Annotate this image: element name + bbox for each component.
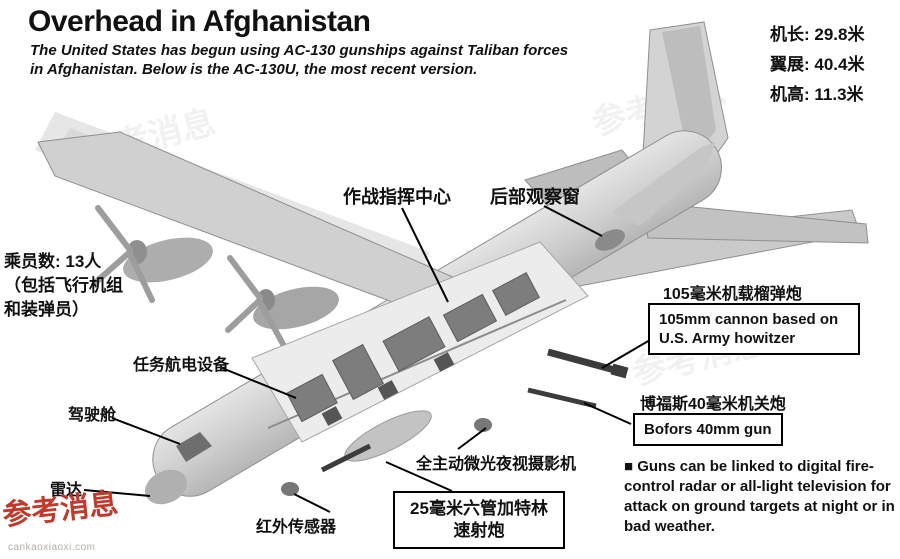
gun-105mm-barrel: [547, 348, 629, 379]
leader-radar: [83, 489, 151, 497]
engine-outer: [93, 205, 213, 303]
crew-line1: 乘员数: 13人: [4, 252, 102, 271]
spec-height: 机高: 11.3米: [770, 85, 864, 104]
leader-bofors: [583, 402, 632, 425]
crew-note: 乘员数: 13人 （包括飞行机组 和装弹员）: [4, 250, 123, 322]
spec-wingspan: 翼展: 40.4米: [770, 55, 865, 74]
radar-dome: [144, 469, 188, 505]
callout-night-camera: 全主动微光夜视摄影机: [416, 456, 577, 473]
leader-avionics: [221, 367, 297, 399]
subtitle-line1: The United States has begun using AC-130…: [30, 42, 569, 59]
engine-inner: [225, 255, 339, 349]
subtitle-line2: in Afghanistan. Below is the AC-130U, th…: [30, 61, 478, 78]
leader-rear-window: [543, 205, 603, 237]
callout-rear-window: 后部观察窗: [490, 187, 580, 207]
callout-bofors-cn: 博福斯40毫米机关炮: [640, 396, 786, 413]
leader-lines: [83, 205, 651, 513]
night-camera-ball: [474, 418, 492, 432]
leader-gatling: [385, 461, 453, 492]
callout-ir-sensor: 红外传感器: [256, 519, 337, 536]
callout-bofors-en: Bofors 40mm gun: [633, 413, 783, 446]
gun-25mm-barrel: [320, 443, 372, 473]
brand-site-url: cankaoxiaoxi.com: [8, 542, 96, 553]
callout-radar: 雷达: [50, 482, 83, 499]
nose-section: [144, 418, 492, 505]
cockpit-glass: [176, 432, 212, 462]
callout-howitzer-cn: 105毫米机载榴弹炮: [663, 286, 802, 303]
leader-command-center: [401, 207, 449, 303]
vertical-fin-shade: [662, 26, 716, 165]
ir-sensor-ball: [281, 482, 299, 496]
spec-list: 机长: 29.8米 翼展: 40.4米 机高: 11.3米: [770, 20, 864, 110]
page-title: Overhead in Afghanistan: [28, 5, 371, 38]
leader-ir-sensor: [293, 493, 331, 513]
crew-line2: （包括飞行机组: [4, 276, 123, 295]
leader-night-camera: [457, 427, 487, 450]
subtitle: The United States has begun using AC-130…: [30, 41, 568, 79]
callout-avionics: 任务航电设备: [133, 357, 230, 374]
rear-window-shape: [595, 229, 625, 251]
footnote: ■ Guns can be linked to digital fire-con…: [624, 458, 895, 535]
callout-cockpit: 驾驶舱: [68, 407, 117, 424]
cutaway-interior: [251, 241, 589, 443]
callout-command-center: 作战指挥中心: [343, 187, 451, 207]
callout-gatling: 25毫米六管加特林速射炮: [393, 491, 565, 549]
crew-line3: 和装弹员）: [4, 300, 89, 319]
leader-cockpit: [111, 417, 181, 445]
leader-howitzer: [601, 339, 651, 369]
callout-howitzer-en: 105mm cannon based on U.S. Army howitzer: [648, 303, 860, 355]
spec-length: 机长: 29.8米: [770, 25, 865, 44]
